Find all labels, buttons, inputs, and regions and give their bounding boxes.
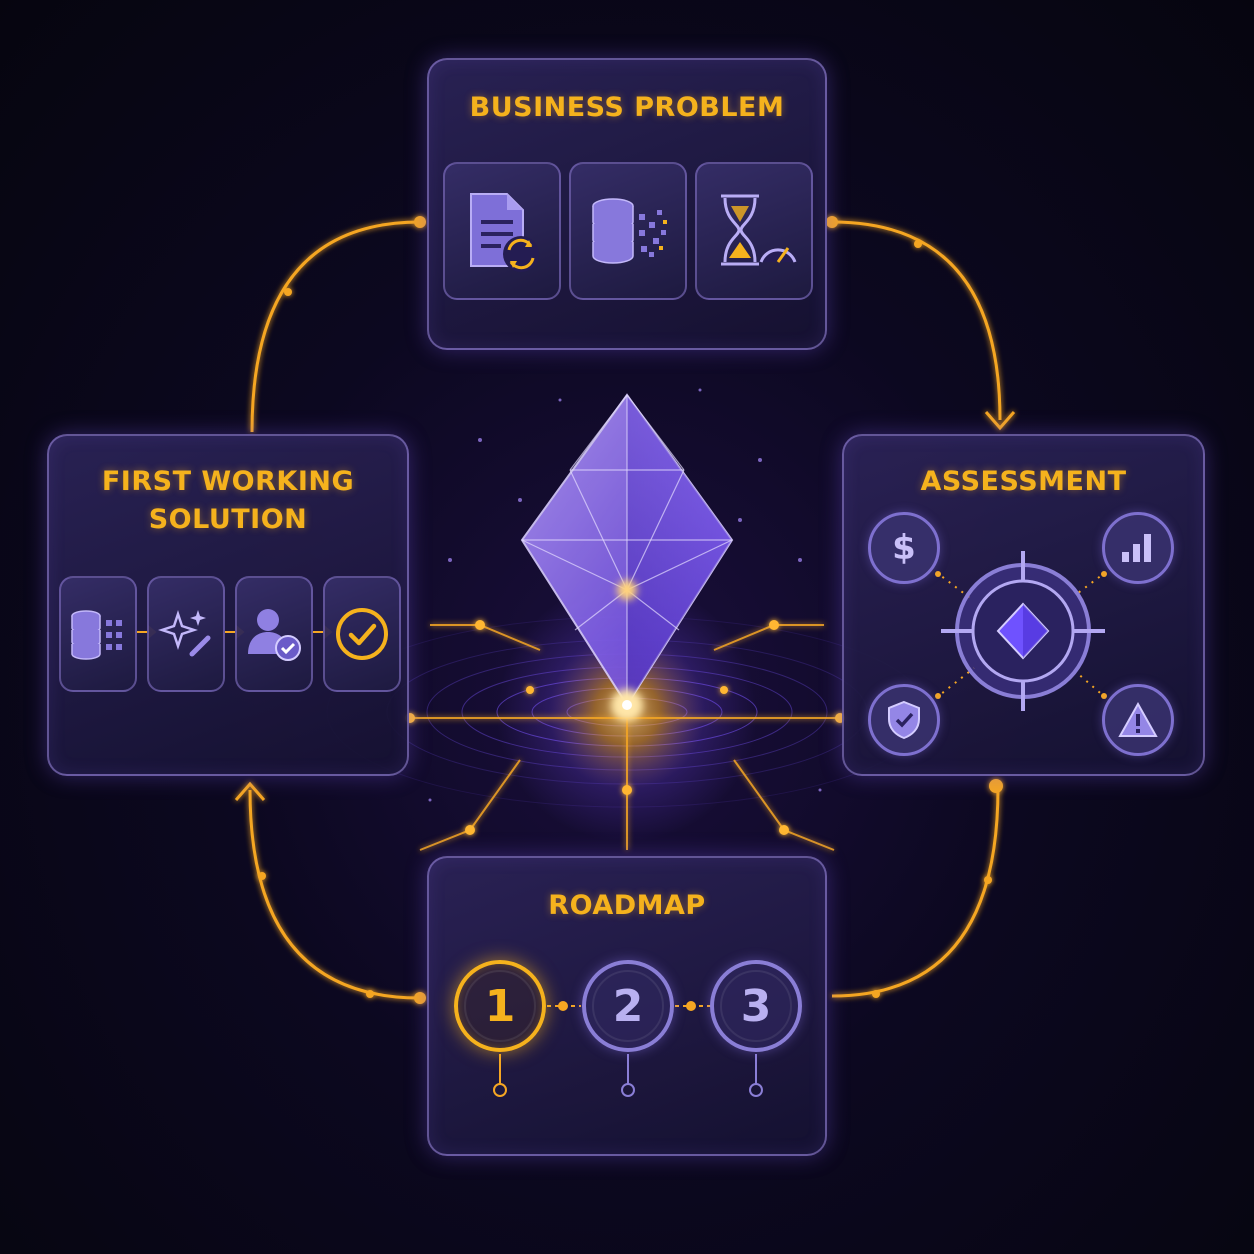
database-grid-icon xyxy=(59,576,137,692)
document-refresh-icon xyxy=(443,162,561,300)
connector-arrowheads xyxy=(234,411,1016,801)
crystal-gem-icon xyxy=(520,393,734,721)
roadmap-card[interactable]: ROADMAP 1 2 3 xyxy=(427,856,827,1156)
shield-check-icon xyxy=(868,684,940,756)
solution-title-line2: SOLUTION xyxy=(148,504,308,535)
roadmap-step-2[interactable]: 2 xyxy=(582,960,674,1052)
assessment-title: ASSESSMENT xyxy=(920,466,1127,497)
assessment-card[interactable]: ASSESSMENT $ xyxy=(842,434,1205,776)
roadmap-step-links xyxy=(493,1001,763,1097)
assessment-links xyxy=(935,571,1107,699)
solution-title-line1: FIRST WORKING xyxy=(101,466,355,497)
roadmap-step-1[interactable]: 1 xyxy=(454,960,546,1052)
roadmap-step-3[interactable]: 3 xyxy=(710,960,802,1052)
target-gem-icon xyxy=(938,546,1108,716)
first-working-solution-card[interactable]: FIRST WORKING SOLUTION xyxy=(47,434,409,776)
user-check-icon xyxy=(235,576,313,692)
business-problem-title: BUSINESS PROBLEM xyxy=(469,92,785,123)
check-circle-icon xyxy=(323,576,401,692)
dollar-icon: $ xyxy=(868,512,940,584)
connector-assessment-to-roadmap xyxy=(831,787,1000,998)
connector-solution-to-problem xyxy=(250,220,421,433)
connector-nodes xyxy=(258,216,1003,1004)
connector-problem-to-assessment xyxy=(831,220,1002,421)
bar-chart-icon xyxy=(1102,512,1174,584)
hourglass-gauge-icon xyxy=(695,162,813,300)
particles xyxy=(428,388,822,802)
sparkle-wand-icon xyxy=(147,576,225,692)
database-pixels-icon xyxy=(569,162,687,300)
roadmap-title: ROADMAP xyxy=(548,890,706,921)
warning-icon xyxy=(1102,684,1174,756)
business-problem-card[interactable]: BUSINESS PROBLEM xyxy=(427,58,827,350)
connector-roadmap-to-solution xyxy=(248,789,421,1000)
